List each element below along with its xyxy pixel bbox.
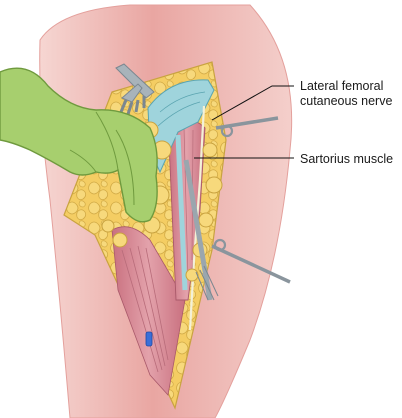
- retractor-rod: [183, 159, 213, 301]
- label-nerve-line2: cutaneous nerve: [300, 94, 393, 108]
- gloved-hand: [0, 67, 158, 223]
- retractor-top: [115, 63, 155, 115]
- retractor-right-upper: [215, 116, 279, 138]
- label-lateral-femoral-cutaneous-nerve: Lateral femoral cutaneous nerve: [300, 79, 392, 109]
- label-nerve-line1: Lateral femoral: [300, 79, 384, 93]
- muscle-fibers: [121, 245, 169, 373]
- leader-nerve: [211, 85, 294, 121]
- vascular-clip: [145, 331, 153, 347]
- label-sartorius-muscle: Sartorius muscle: [300, 152, 394, 166]
- retractor-right-lower: [211, 238, 291, 284]
- fascia-edge: [175, 134, 188, 291]
